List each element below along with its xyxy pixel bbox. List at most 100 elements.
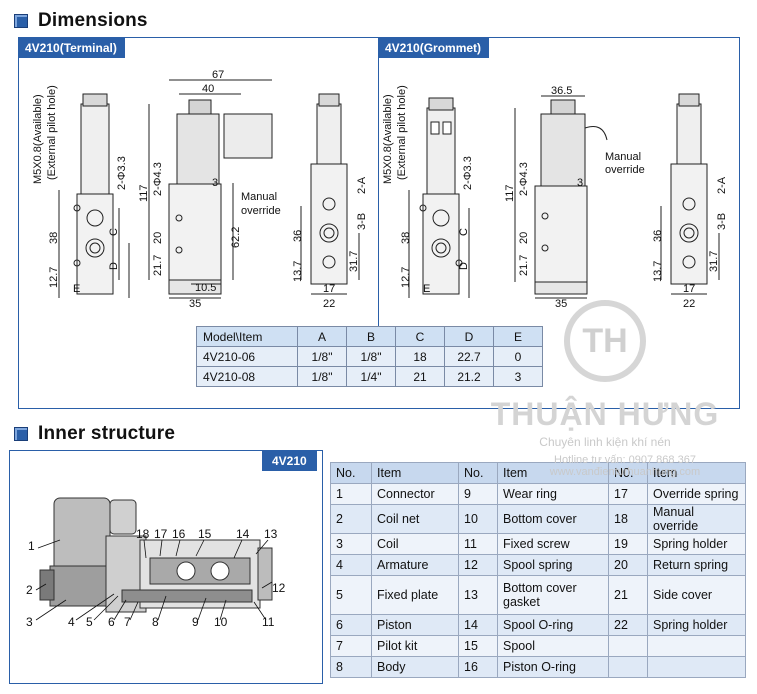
spec-cell: 0 xyxy=(493,346,543,367)
table-row: 4V210-06 1/8" 1/8" 18 22.7 0 xyxy=(196,346,543,367)
g-label-dim-38: 38 xyxy=(400,232,412,244)
parts-cell: Bottom cover xyxy=(497,504,609,534)
dimension-spec-table: Model\Item A B C D E 4V210-06 1/8" 1/8" … xyxy=(196,326,543,387)
parts-cell: Spring holder xyxy=(647,614,746,636)
spec-header-row: Model\Item A B C D E xyxy=(196,326,543,347)
parts-cell: 22 xyxy=(608,614,648,636)
g-label-dim-21-7: 21.7 xyxy=(518,255,530,276)
callout-label: 5 xyxy=(86,615,93,629)
label-dim-17: 17 xyxy=(323,283,335,295)
parts-cell: Fixed plate xyxy=(371,575,459,615)
parts-cell: Side cover xyxy=(647,575,746,615)
g-label-pilot-external: (External pilot hole) xyxy=(396,85,408,180)
inner-title: Inner structure xyxy=(38,423,176,444)
g-label-dim-22: 22 xyxy=(683,298,695,308)
spec-cell: 1/8" xyxy=(346,346,396,367)
tab-grommet: 4V210(Grommet) xyxy=(379,38,490,58)
callout-label: 16 xyxy=(172,527,186,541)
parts-cell: Piston xyxy=(371,614,459,636)
parts-cell: Spool xyxy=(497,635,609,657)
callout-label: 11 xyxy=(262,615,275,629)
parts-cell: Coil net xyxy=(371,504,459,534)
label-dim-36: 36 xyxy=(292,230,304,242)
parts-cell: 14 xyxy=(458,614,498,636)
parts-cell: Return spring xyxy=(647,554,746,576)
spec-col-header: Model\Item xyxy=(196,326,298,347)
g-label-dim-20: 20 xyxy=(518,232,530,244)
spec-cell: 1/4" xyxy=(346,366,396,387)
inner-heading: Inner structure xyxy=(14,423,175,445)
parts-col-header: No. xyxy=(330,462,372,484)
spec-cell: 1/8" xyxy=(297,366,347,387)
spec-cell: 18 xyxy=(395,346,445,367)
terminal-drawing: M5X0.8(Available) (External pilot hole) … xyxy=(32,69,368,310)
parts-col-header: Item xyxy=(371,462,459,484)
g-label-dim-31-7: 31.7 xyxy=(708,251,720,272)
label-dim-20: 20 xyxy=(152,232,164,244)
spec-cell: 1/8" xyxy=(297,346,347,367)
parts-cell: Spool O-ring xyxy=(497,614,609,636)
parts-cell: 21 xyxy=(608,575,648,615)
g-label-d: D xyxy=(458,262,470,270)
parts-cell: 8 xyxy=(330,656,372,678)
label-dim-117: 117 xyxy=(138,184,150,202)
g-label-manual: Manual xyxy=(605,151,641,163)
parts-cell: 12 xyxy=(458,554,498,576)
label-dim-67: 67 xyxy=(212,69,224,81)
g-label-c: C xyxy=(458,228,470,236)
g-label-dim-36: 36 xyxy=(652,230,664,242)
label-c: C xyxy=(108,228,120,236)
parts-cell: Bottom cover gasket xyxy=(497,575,609,615)
g-label-dim-17: 17 xyxy=(683,283,695,295)
parts-col-header: N0. xyxy=(608,462,648,484)
watermark-url: www.vanđienturhuanhung.com xyxy=(549,466,701,478)
callout-label: 7 xyxy=(124,615,131,629)
spec-cell: 22.7 xyxy=(444,346,494,367)
label-dim-10-5: 10.5 xyxy=(195,282,216,294)
parts-cell: 4 xyxy=(330,554,372,576)
tab-inner: 4V210 xyxy=(262,451,317,471)
label-pilot-available: M5X0.8(Available) xyxy=(32,94,44,184)
label-override: override xyxy=(241,205,281,217)
spec-cell: 21.2 xyxy=(444,366,494,387)
callout-label: 8 xyxy=(152,615,159,629)
label-phi-3-3: 2-Φ3.3 xyxy=(116,156,128,190)
parts-cell: 5 xyxy=(330,575,372,615)
g-label-port-b: 3-B xyxy=(716,213,728,230)
parts-cell: Connector xyxy=(371,483,459,505)
watermark-brand: THUẬN HƯNG xyxy=(490,396,720,432)
dimensions-frame xyxy=(18,37,740,409)
parts-cell: 9 xyxy=(458,483,498,505)
parts-cell: Spring holder xyxy=(647,533,746,555)
parts-cell: Wear ring xyxy=(497,483,609,505)
parts-cell: 2 xyxy=(330,504,372,534)
parts-cell: Spool spring xyxy=(497,554,609,576)
spec-col-header: D xyxy=(444,326,494,347)
parts-cell: 11 xyxy=(458,533,498,555)
spec-col-header: E xyxy=(493,326,543,347)
parts-cell xyxy=(647,656,746,678)
callout-label: 3 xyxy=(26,615,33,629)
parts-cell: 15 xyxy=(458,635,498,657)
parts-cell: 6 xyxy=(330,614,372,636)
callout-label: 10 xyxy=(214,615,228,629)
label-dim-13-7: 13.7 xyxy=(292,261,304,282)
g-label-dim-36-5: 36.5 xyxy=(551,85,572,97)
parts-cell: Manual override xyxy=(647,504,746,534)
section-bullet-icon xyxy=(14,427,28,441)
parts-cell: Override spring xyxy=(647,483,746,505)
dimensions-heading: Dimensions xyxy=(14,10,148,32)
watermark-logo: TH xyxy=(564,300,646,382)
parts-cell: Fixed screw xyxy=(497,533,609,555)
spec-cell: 21 xyxy=(395,366,445,387)
parts-cell: 10 xyxy=(458,504,498,534)
callout-label: 6 xyxy=(108,615,115,629)
watermark-hotline: Hotline tư vấn: 0907 868 367 xyxy=(554,454,696,466)
inner-structure-drawing: 1 2 3 4 5 6 7 8 9 10 11 12 13 14 15 16 1… xyxy=(26,497,286,629)
